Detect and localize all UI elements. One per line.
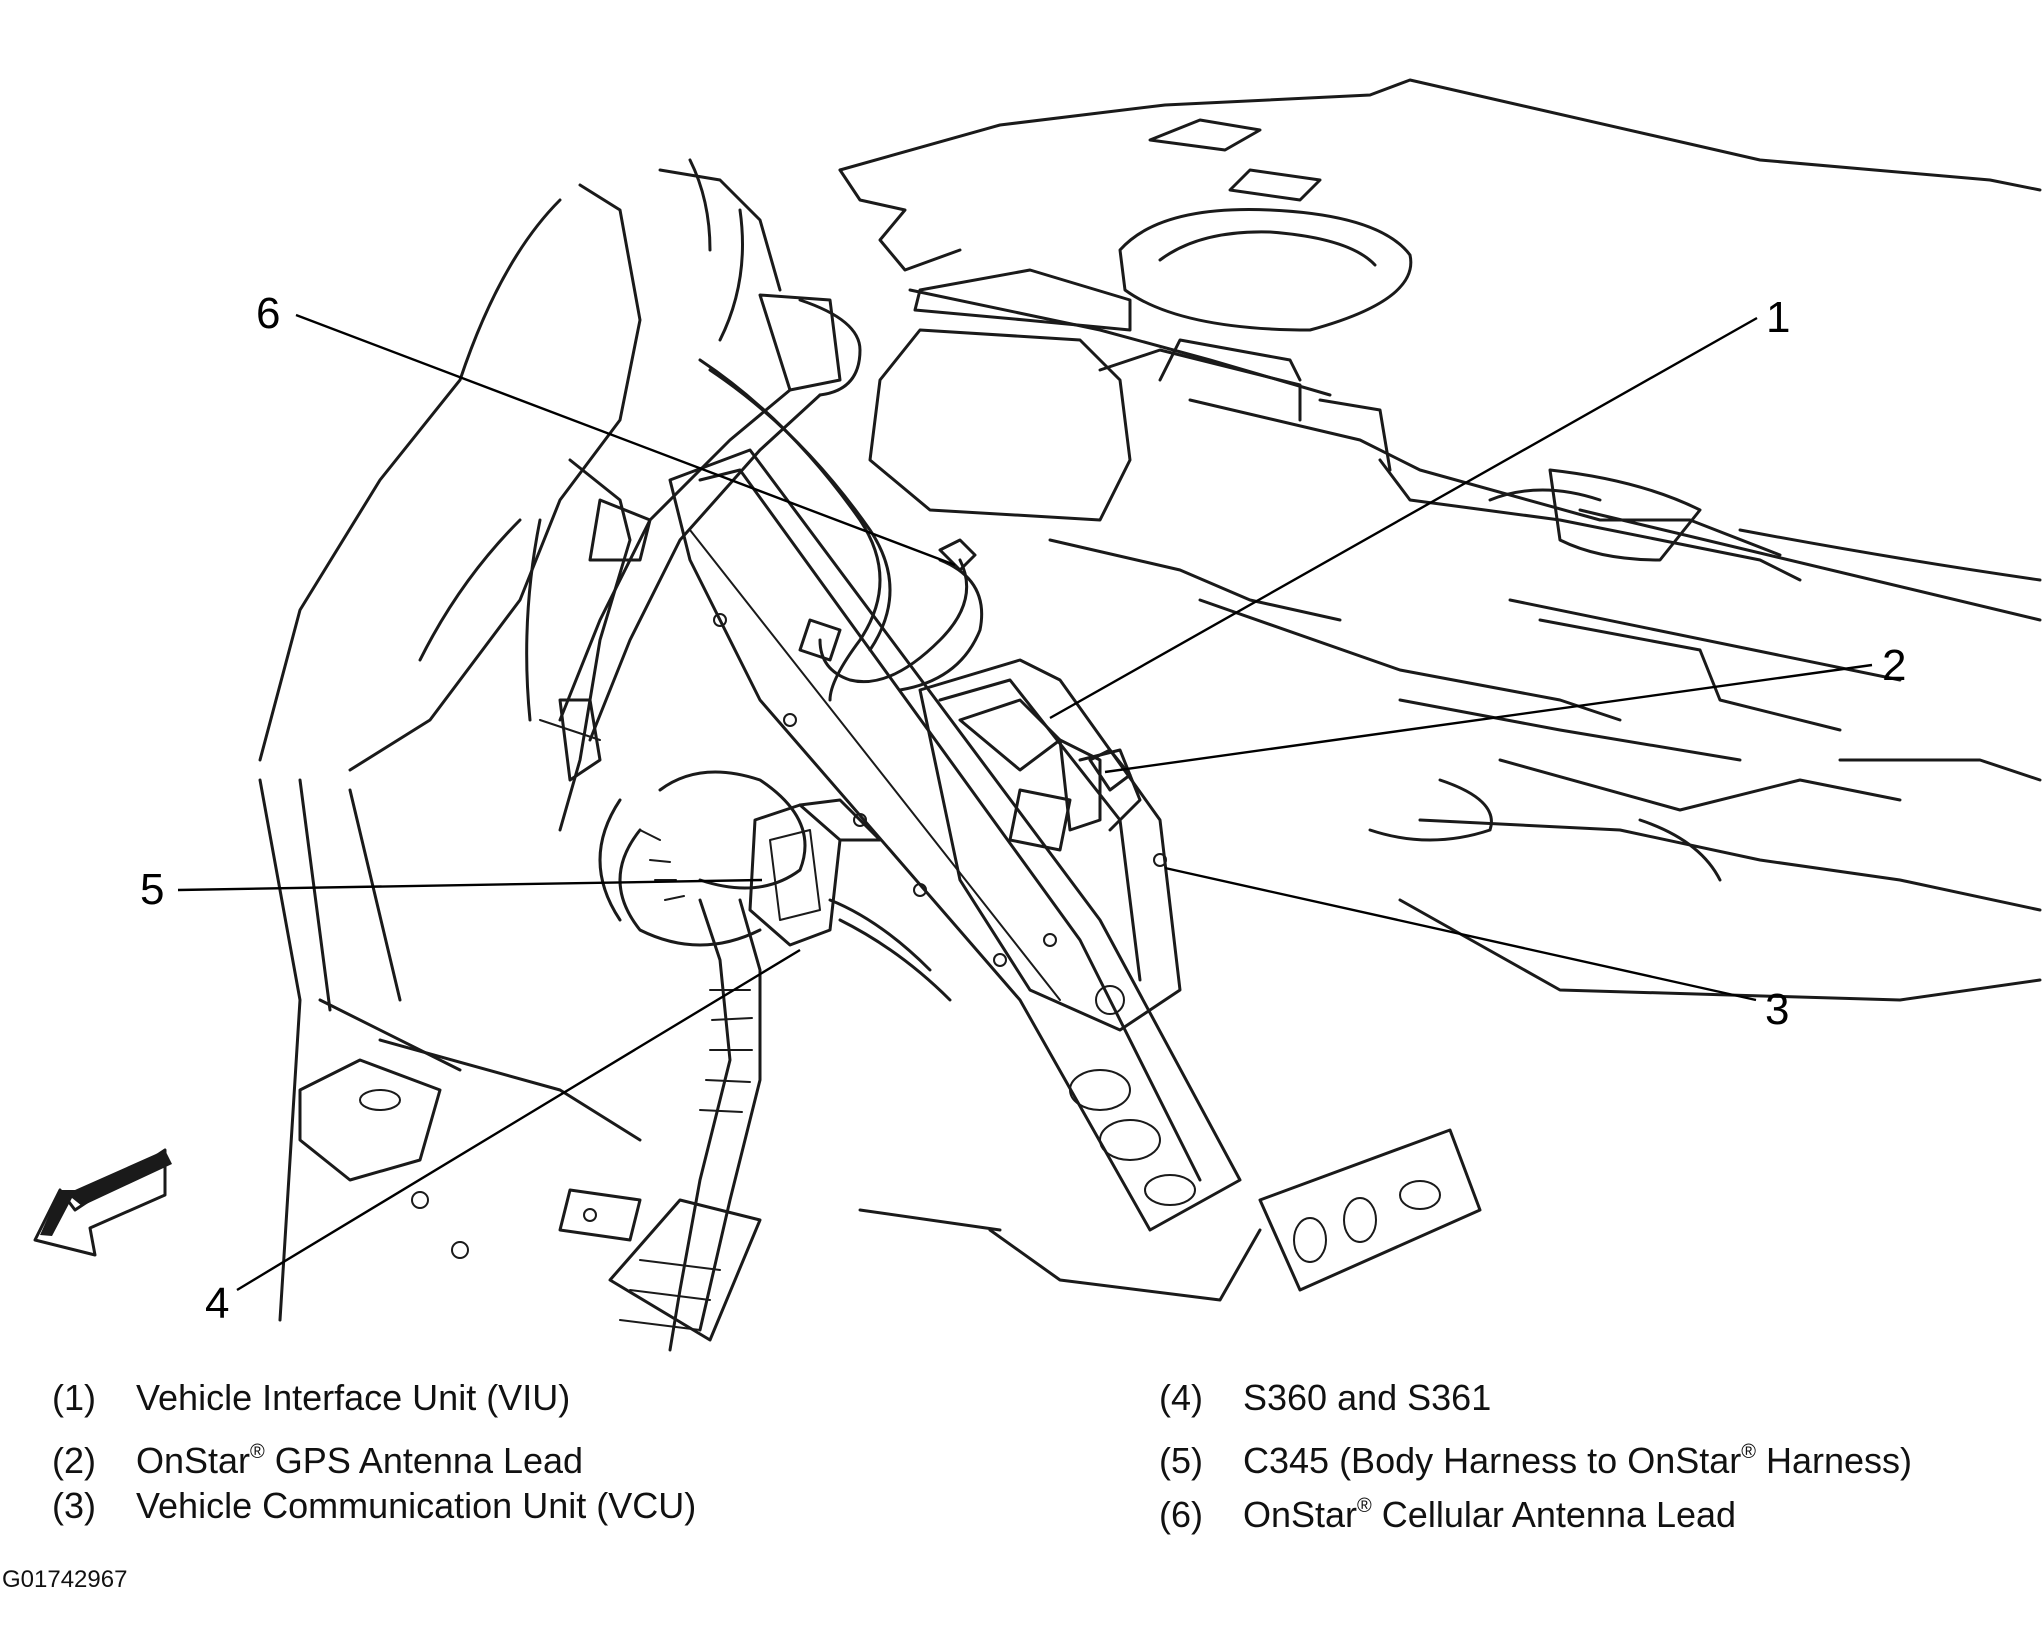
leader-1 (1049, 316, 1758, 720)
legend-item-3: (3) Vehicle Communication Unit (VCU) (52, 1486, 696, 1526)
legend-item-label-rest: Harness) (1755, 1440, 1913, 1481)
registered-mark: ® (1741, 1441, 1756, 1463)
legend-item-5: (5) C345 (Body Harness to OnStar® Harness… (1159, 1432, 1912, 1481)
legend-item-label-rest: Cellular Antenna Lead (1371, 1494, 1737, 1535)
callout-3: 3 (1765, 985, 1790, 1034)
legend-item-number: (3) (52, 1485, 96, 1526)
callout-4: 4 (205, 1279, 230, 1328)
leader-2 (1104, 663, 1873, 774)
registered-mark: ® (250, 1441, 265, 1463)
callout-1: 1 (1766, 293, 1791, 342)
wire-harness (598, 358, 984, 1352)
legend-item-number: (1) (52, 1377, 96, 1418)
legend-item-label: OnStar (1243, 1494, 1358, 1535)
legend-item-label: C345 (Body Harness to OnStar (1243, 1440, 1742, 1481)
legend-item-1: (1) Vehicle Interface Unit (VIU) (52, 1378, 570, 1418)
left-trim-panel (258, 158, 782, 1322)
figure-code: G01742967 (2, 1566, 128, 1593)
legend-item-label: S360 and S361 (1243, 1377, 1492, 1418)
legend-item-6: (6) OnStar® Cellular Antenna Lead (1159, 1486, 1736, 1535)
mounting-bracket (668, 448, 1242, 1232)
leader-6 (295, 313, 956, 567)
front-direction-arrow-icon (33, 1148, 172, 1257)
legend-item-label-rest: GPS Antenna Lead (264, 1440, 584, 1481)
legend-item-4: (4) S360 and S361 (1159, 1378, 1491, 1418)
registered-mark: ® (1357, 1495, 1372, 1517)
package-shelf (838, 78, 2042, 1002)
legend-item-number: (5) (1159, 1440, 1203, 1481)
legend-item-2: (2) OnStar® GPS Antenna Lead (52, 1432, 583, 1481)
legend-item-label: Vehicle Communication Unit (VCU) (136, 1485, 697, 1526)
floor-detail-left (298, 1058, 642, 1259)
leader-5 (177, 878, 763, 892)
onstar-module (918, 658, 1182, 1032)
c345-connector (748, 798, 882, 947)
antenna-leads (798, 538, 1132, 792)
legend-item-number: (4) (1159, 1377, 1203, 1418)
callout-6: 6 (256, 289, 281, 338)
floor-panel (858, 1128, 1482, 1302)
callout-5: 5 (140, 865, 165, 914)
leader-4 (236, 948, 801, 1292)
callout-leaders (177, 313, 1873, 1292)
legend-item-number: (6) (1159, 1494, 1203, 1535)
callout-2: 2 (1882, 641, 1907, 690)
legend-item-number: (2) (52, 1440, 96, 1481)
leader-3 (1164, 866, 1757, 1002)
legend: (1) Vehicle Interface Unit (VIU) (2) OnSta… (52, 1378, 2032, 1548)
seat-belt-strap (539, 293, 862, 782)
legend-item-label: Vehicle Interface Unit (VIU) (136, 1377, 571, 1418)
legend-item-label: OnStar (136, 1440, 251, 1481)
